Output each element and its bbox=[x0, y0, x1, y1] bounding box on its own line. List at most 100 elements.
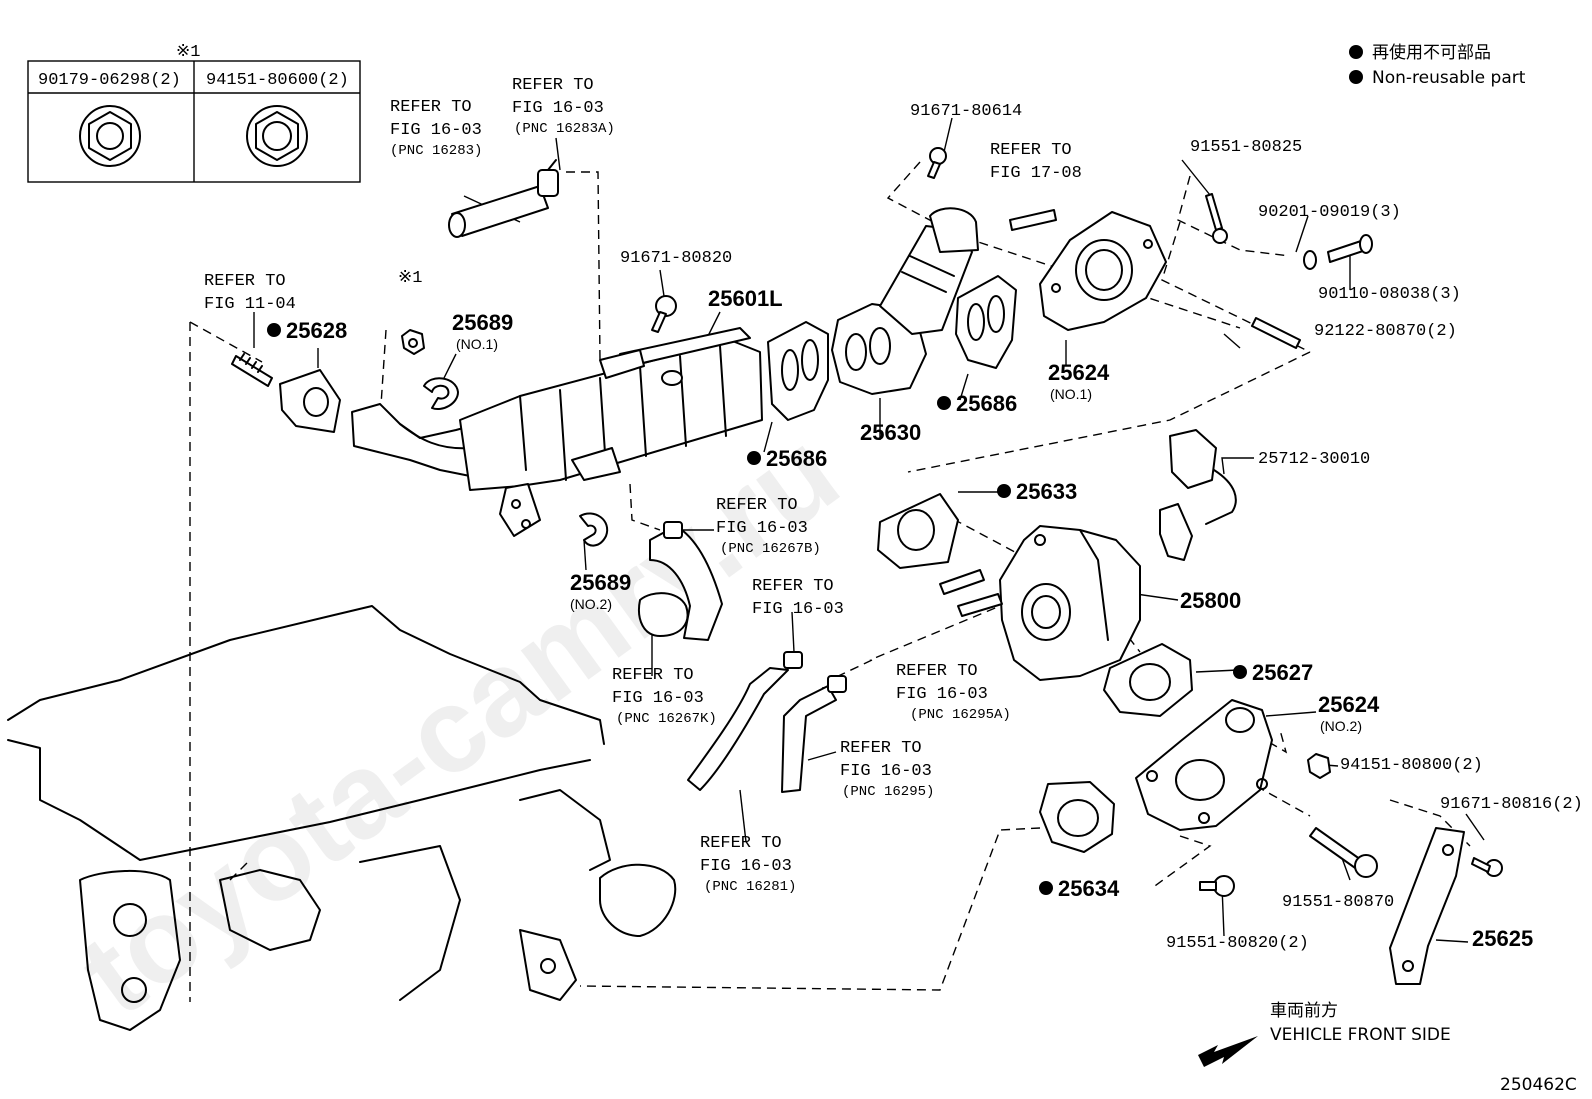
clamp-25689-no2 bbox=[579, 512, 609, 547]
gasket-25686-b bbox=[955, 275, 1017, 369]
refer-label-16281: REFER TO FIG 16-03 (PNC 16281) bbox=[700, 834, 796, 895]
part-92122-80870: 92122-80870(2) bbox=[1314, 322, 1457, 341]
front-arrow-icon bbox=[1198, 1036, 1258, 1067]
direction-en: VEHICLE FRONT SIDE bbox=[1270, 1025, 1451, 1045]
hose-clamp-icon bbox=[663, 521, 683, 539]
nut-icon bbox=[401, 329, 425, 355]
hose-16295 bbox=[781, 675, 847, 793]
bolt-icon bbox=[651, 295, 677, 333]
part-25689-no1: 25689 bbox=[452, 310, 513, 335]
gasket-25633 bbox=[877, 493, 959, 569]
part-91551-80825: 91551-80825 bbox=[1190, 138, 1302, 157]
part-25624-no2-sub: (NO.2) bbox=[1320, 718, 1362, 734]
hose-clamp-icon bbox=[537, 159, 559, 197]
part-25689-no2: 25689 bbox=[570, 570, 631, 595]
gasket-25634 bbox=[1039, 781, 1115, 853]
svg-text:REFER TO: REFER TO bbox=[990, 141, 1072, 160]
part-25689-mark: ※1 bbox=[398, 269, 422, 288]
gasket-25627 bbox=[1103, 643, 1193, 717]
part-91671-80816: 91671-80816(2) bbox=[1440, 795, 1583, 814]
bolt-90110-icon bbox=[1327, 234, 1373, 263]
part-25627: 25627 bbox=[1252, 660, 1313, 685]
bolt-91551-80825-icon bbox=[1205, 193, 1228, 244]
svg-text:FIG 16-03: FIG 16-03 bbox=[896, 685, 988, 704]
clamp-25689-no1 bbox=[423, 377, 459, 410]
egr-valve-25800 bbox=[939, 525, 1141, 681]
legend-en: Non-reusable part bbox=[1372, 68, 1526, 88]
flange-25624-no1 bbox=[1039, 211, 1167, 331]
part-25624-no2: 25624 bbox=[1318, 692, 1380, 717]
nut-icon bbox=[246, 105, 308, 167]
svg-text:(PNC 16267K): (PNC 16267K) bbox=[616, 711, 717, 727]
part-91551-80820: 91551-80820(2) bbox=[1166, 934, 1309, 953]
refer-label-16295a: REFER TO FIG 16-03 (PNC 16295A) bbox=[896, 662, 1011, 723]
part-91671-80820: 91671-80820 bbox=[620, 249, 732, 268]
hose-16267k bbox=[687, 651, 803, 791]
svg-text:REFER TO: REFER TO bbox=[700, 834, 782, 853]
nonreusable-dot-icon bbox=[1039, 881, 1053, 895]
legend-jp: 再使用不可部品 bbox=[1372, 42, 1491, 63]
direction-jp: 車両前方 bbox=[1270, 1001, 1338, 1021]
refer-label-16295: REFER TO FIG 16-03 (PNC 16295) bbox=[840, 739, 934, 800]
stud-92122-icon bbox=[1251, 317, 1301, 349]
part-25686-a: 25686 bbox=[766, 446, 827, 471]
part-25800: 25800 bbox=[1180, 588, 1241, 613]
legend-dot-icon bbox=[1349, 70, 1363, 84]
nut-icon bbox=[79, 105, 141, 167]
gasket-25686-a bbox=[767, 321, 829, 421]
legend-dot-icon bbox=[1349, 45, 1363, 59]
part-25624-no1-sub: (NO.1) bbox=[1050, 386, 1092, 402]
part-25625: 25625 bbox=[1472, 926, 1533, 951]
svg-text:(PNC 16283A): (PNC 16283A) bbox=[514, 121, 615, 137]
svg-text:FIG 16-03: FIG 16-03 bbox=[752, 600, 844, 619]
nonreusable-dot-icon bbox=[937, 396, 951, 410]
egr-valve-25630 bbox=[831, 147, 979, 395]
bolt-91551-80870-icon bbox=[1309, 827, 1378, 878]
svg-text:REFER TO: REFER TO bbox=[840, 739, 922, 758]
part-25689-no1-sub: (NO.1) bbox=[456, 336, 498, 352]
part-25630: 25630 bbox=[860, 420, 921, 445]
part-91671-80614: 91671-80614 bbox=[910, 102, 1022, 121]
svg-text:FIG 17-08: FIG 17-08 bbox=[990, 164, 1082, 183]
part-94151-80800: 94151-80800(2) bbox=[1340, 756, 1483, 775]
svg-text:(PNC 16283): (PNC 16283) bbox=[390, 143, 482, 159]
nut-icon bbox=[1307, 753, 1331, 779]
svg-text:(PNC 16281): (PNC 16281) bbox=[704, 879, 796, 895]
svg-text:REFER TO: REFER TO bbox=[612, 666, 694, 685]
svg-text:REFER TO: REFER TO bbox=[716, 496, 798, 515]
legend: 再使用不可部品 Non-reusable part bbox=[1349, 42, 1526, 88]
part-90110-08038: 90110-08038(3) bbox=[1318, 285, 1461, 304]
svg-text:REFER TO: REFER TO bbox=[752, 577, 834, 596]
part-25633: 25633 bbox=[1016, 479, 1077, 504]
svg-text:(PNC 16295A): (PNC 16295A) bbox=[910, 707, 1011, 723]
sensor-25712-30010 bbox=[1159, 429, 1237, 561]
svg-text:FIG 16-03: FIG 16-03 bbox=[700, 857, 792, 876]
egr-cooler-25601l bbox=[351, 327, 763, 537]
svg-text:FIG 16-03: FIG 16-03 bbox=[390, 121, 482, 140]
refer-label-fig17-08: REFER TO FIG 17-08 bbox=[990, 141, 1082, 183]
bolt-91551-80820-icon bbox=[1199, 875, 1235, 897]
kit-box: ※1 90179-06298(2) 94151-80600(2) bbox=[27, 43, 361, 183]
refer-label-16267k: REFER TO FIG 16-03 (PNC 16267K) bbox=[612, 666, 717, 727]
part-25628: 25628 bbox=[286, 318, 347, 343]
part-91551-80870: 91551-80870 bbox=[1282, 893, 1394, 912]
gasket-25628 bbox=[279, 369, 341, 433]
nonreusable-dot-icon bbox=[997, 484, 1011, 498]
flange-25624-no2 bbox=[1135, 699, 1273, 831]
part-25686-b: 25686 bbox=[956, 391, 1017, 416]
svg-text:FIG 11-04: FIG 11-04 bbox=[204, 295, 296, 314]
svg-text:REFER TO: REFER TO bbox=[204, 272, 286, 291]
svg-text:(PNC 16267B): (PNC 16267B) bbox=[720, 541, 821, 557]
refer-label-fig16-03: REFER TO FIG 16-03 bbox=[752, 577, 844, 619]
bracket-25625 bbox=[1389, 827, 1503, 985]
refer-label-16283a: REFER TO FIG 16-03 (PNC 16283A) bbox=[512, 76, 615, 137]
figure-id: 250462C bbox=[1500, 1075, 1577, 1095]
svg-text:REFER TO: REFER TO bbox=[390, 98, 472, 117]
part-25624-no1: 25624 bbox=[1048, 360, 1110, 385]
kit-col1-label: 90179-06298(2) bbox=[38, 71, 181, 90]
refer-label-fig11-04: REFER TO FIG 11-04 bbox=[204, 272, 296, 314]
refer-label-16267b: REFER TO FIG 16-03 (PNC 16267B) bbox=[716, 496, 821, 557]
svg-text:FIG 16-03: FIG 16-03 bbox=[612, 689, 704, 708]
